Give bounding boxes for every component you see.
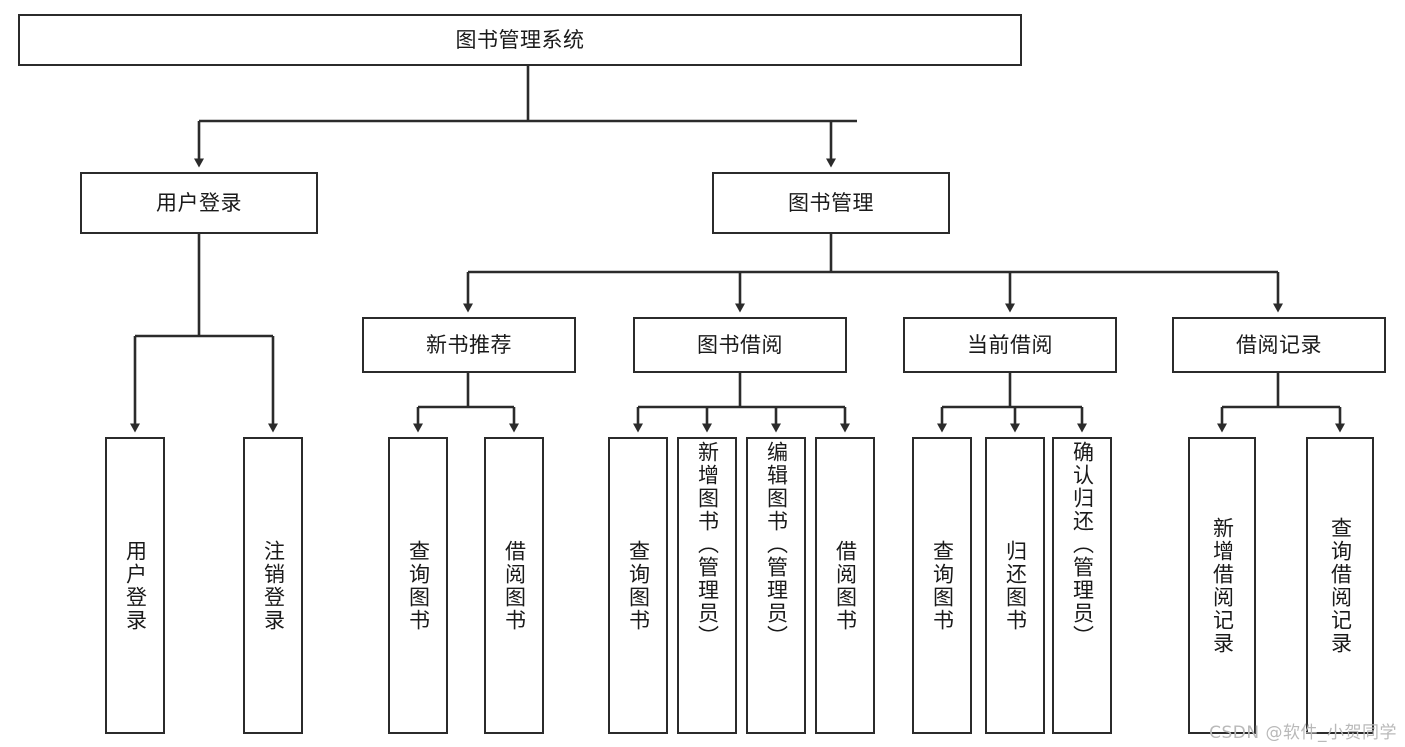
- leaf-query-book-recommend-label: 查询图书: [406, 539, 431, 632]
- leaf-edit-book-admin-label: 编辑图书（管理员）: [764, 441, 789, 648]
- leaf-user-login[interactable]: 用户登录: [105, 437, 165, 734]
- edges-root-to-level2: [194, 66, 857, 168]
- node-user-login-label: 用户登录: [156, 190, 242, 215]
- leaf-confirm-return-admin-label: 确认归还（管理员）: [1070, 441, 1095, 648]
- leaf-edit-book-admin[interactable]: 编辑图书（管理员）: [746, 437, 806, 734]
- edges-booklogin-to-leaves: [130, 234, 278, 433]
- leaf-query-book-recommend[interactable]: 查询图书: [388, 437, 448, 734]
- leaf-query-borrow-record-label: 查询借阅记录: [1328, 516, 1353, 655]
- leaf-return-book[interactable]: 归还图书: [985, 437, 1045, 734]
- node-current-borrow[interactable]: 当前借阅: [903, 317, 1117, 373]
- csdn-watermark: CSDN @软件_小贺同学: [1209, 723, 1397, 743]
- leaf-return-book-label: 归还图书: [1003, 539, 1028, 632]
- leaf-add-book-admin-label: 新增图书（管理员）: [695, 441, 720, 648]
- node-new-book-recommend-label: 新书推荐: [426, 332, 512, 357]
- leaf-query-book-borrow-label: 查询图书: [626, 539, 651, 632]
- edges-bookmanage-to-level3: [463, 234, 1283, 313]
- leaf-query-book-current-label: 查询图书: [930, 539, 955, 632]
- edges-borrowrecord-to-leaves: [1217, 373, 1345, 433]
- node-current-borrow-label: 当前借阅: [967, 332, 1053, 357]
- leaf-logout-login[interactable]: 注销登录: [243, 437, 303, 734]
- leaf-query-book-current[interactable]: 查询图书: [912, 437, 972, 734]
- node-book-borrow[interactable]: 图书借阅: [633, 317, 847, 373]
- leaf-borrow-book-recommend-label: 借阅图书: [502, 539, 527, 632]
- leaf-borrow-book[interactable]: 借阅图书: [815, 437, 875, 734]
- node-new-book-recommend[interactable]: 新书推荐: [362, 317, 576, 373]
- node-user-login[interactable]: 用户登录: [80, 172, 318, 234]
- node-book-manage-label: 图书管理: [788, 190, 874, 215]
- leaf-query-book-borrow[interactable]: 查询图书: [608, 437, 668, 734]
- leaf-query-borrow-record[interactable]: 查询借阅记录: [1306, 437, 1374, 734]
- node-borrow-record-label: 借阅记录: [1236, 332, 1322, 357]
- leaf-add-borrow-record-label: 新增借阅记录: [1210, 516, 1235, 655]
- node-book-borrow-label: 图书借阅: [697, 332, 783, 357]
- leaf-user-login-label: 用户登录: [123, 539, 148, 632]
- edges-newbook-to-leaves: [413, 373, 519, 433]
- leaf-confirm-return-admin[interactable]: 确认归还（管理员）: [1052, 437, 1112, 734]
- node-root-system[interactable]: 图书管理系统: [18, 14, 1022, 66]
- edges-currentborrow-to-leaves: [937, 373, 1087, 433]
- node-root-label: 图书管理系统: [455, 27, 585, 52]
- leaf-logout-login-label: 注销登录: [261, 539, 286, 632]
- leaf-add-borrow-record[interactable]: 新增借阅记录: [1188, 437, 1256, 734]
- leaf-add-book-admin[interactable]: 新增图书（管理员）: [677, 437, 737, 734]
- node-borrow-record[interactable]: 借阅记录: [1172, 317, 1386, 373]
- leaf-borrow-book-recommend[interactable]: 借阅图书: [484, 437, 544, 734]
- leaf-borrow-book-label: 借阅图书: [833, 539, 858, 632]
- edges-bookborrow-to-leaves: [633, 373, 850, 433]
- node-book-manage[interactable]: 图书管理: [712, 172, 950, 234]
